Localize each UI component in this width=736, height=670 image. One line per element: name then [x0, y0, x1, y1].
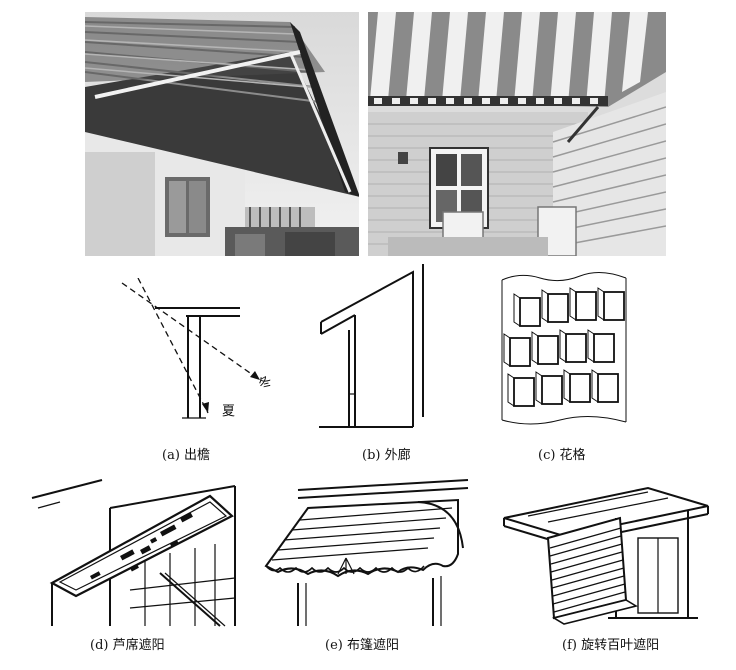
diagram-lattice: [500, 270, 630, 435]
diagram-eaves: 冬 夏: [110, 278, 290, 438]
diagram-canvas-awning: [258, 478, 473, 628]
label-summer: 夏: [222, 404, 236, 419]
caption-c: (c) 花格: [538, 448, 586, 463]
diagram-veranda: [315, 262, 455, 437]
caption-f: (f) 旋转百叶遮阳: [562, 638, 660, 653]
caption-b: (b) 外廊: [362, 448, 411, 463]
caption-a: (a) 出檐: [162, 448, 211, 463]
photo-striped-awning: [368, 12, 666, 256]
photo-retractable-awning: [85, 12, 359, 256]
diagram-reed-mat-shade: [30, 478, 245, 628]
caption-e: (e) 布篷遮阳: [325, 638, 399, 653]
diagram-rotating-louver: [498, 478, 713, 628]
caption-d: (d) 芦席遮阳: [90, 638, 165, 653]
